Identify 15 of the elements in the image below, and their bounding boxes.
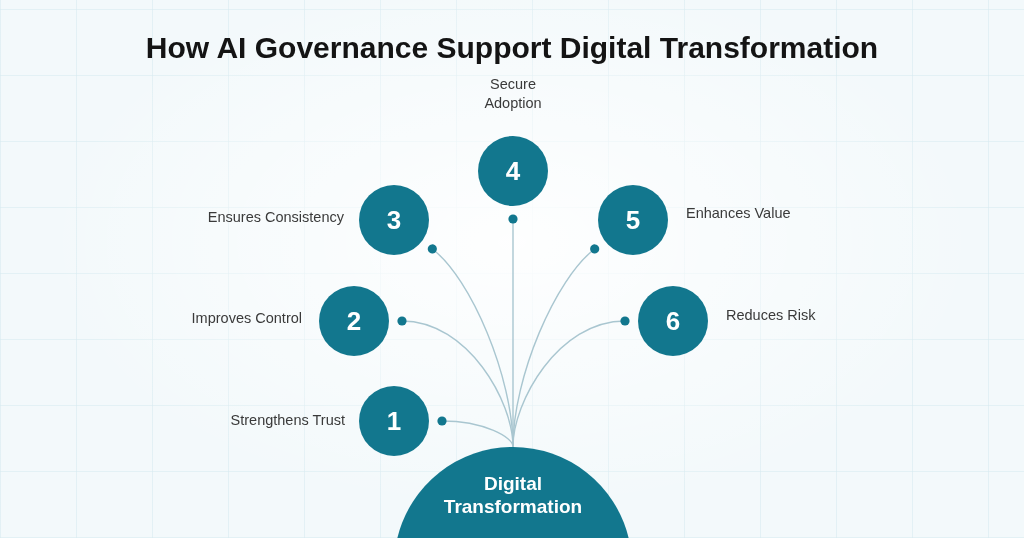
step-label: Secure Adoption — [483, 74, 543, 113]
title: How AI Governance Support Digital Transformation — [145, 30, 879, 66]
step-number: 4 — [505, 156, 521, 186]
step-label: Reduces Risk — [726, 305, 816, 325]
step-label: Enhances Value — [686, 203, 791, 223]
step-number: 1 — [386, 406, 402, 436]
step-number: 2 — [346, 306, 362, 336]
step-number: 6 — [665, 306, 681, 336]
step-label: Strengthens Trust — [230, 410, 345, 430]
connector-line — [512, 316, 630, 448]
step-number: 5 — [625, 205, 641, 235]
step-label: Improves Control — [191, 308, 302, 328]
step-number: 3 — [386, 205, 402, 235]
step-label: Ensures Consistency — [207, 207, 344, 227]
hub-title: Digital Transformation — [442, 472, 584, 518]
